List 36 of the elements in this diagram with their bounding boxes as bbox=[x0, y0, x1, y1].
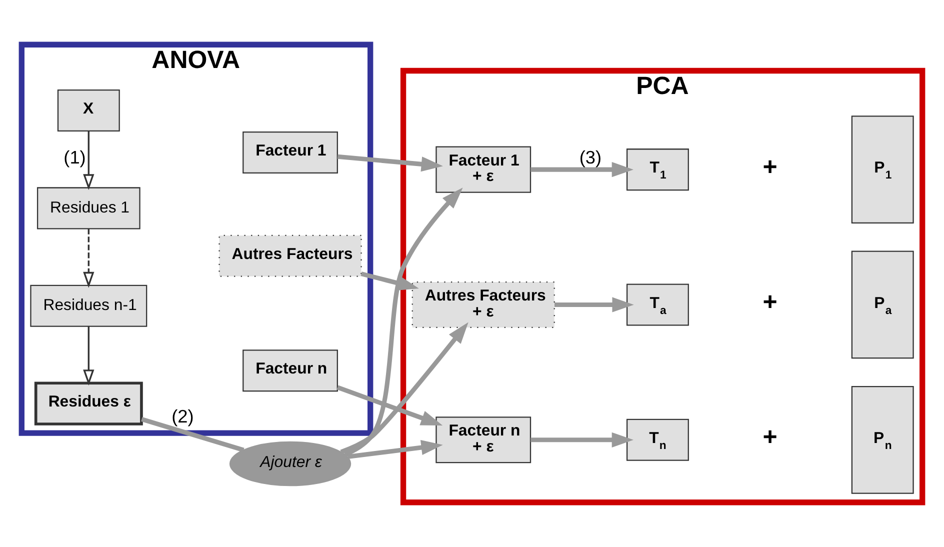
node-box: Facteur n bbox=[242, 350, 338, 392]
node-box: T$_{1}$ bbox=[626, 148, 689, 191]
edge-label: (3) bbox=[579, 148, 602, 168]
node-box: P$_{a}$ bbox=[851, 250, 914, 359]
node-box: Residues n-1 bbox=[30, 284, 148, 327]
arrow bbox=[344, 188, 463, 457]
arrow bbox=[336, 385, 443, 426]
node-box: Facteur 1 + ε bbox=[436, 146, 532, 193]
arrow bbox=[340, 322, 468, 454]
arrow bbox=[530, 162, 634, 178]
node-box: T$_{n}$ bbox=[626, 418, 689, 461]
arrow bbox=[360, 272, 419, 291]
node-ellipse: Ajouter ε bbox=[229, 441, 352, 486]
edge-label: (2) bbox=[172, 406, 194, 427]
node-box: Facteur 1 bbox=[242, 132, 338, 174]
arrow bbox=[530, 432, 634, 448]
node-box: P$_{1}$ bbox=[851, 116, 914, 224]
label: + bbox=[762, 288, 778, 316]
node-box: Residues ε bbox=[34, 382, 143, 426]
node-box: X bbox=[57, 90, 120, 132]
node-box: P$_{n}$ bbox=[851, 386, 914, 494]
arrow bbox=[83, 131, 94, 190]
connector bbox=[140, 417, 244, 452]
node-box: Autres Facteurs + ε bbox=[412, 281, 555, 328]
node-box: T$_{a}$ bbox=[626, 284, 689, 326]
node-box: Facteur n + ε bbox=[436, 416, 532, 464]
arrow bbox=[83, 326, 94, 386]
arrow bbox=[347, 440, 443, 459]
arrow bbox=[337, 154, 443, 172]
arrow bbox=[83, 228, 94, 288]
label: + bbox=[762, 152, 778, 181]
edge-label: (1) bbox=[64, 148, 86, 168]
label: + bbox=[762, 423, 778, 452]
arrow bbox=[554, 297, 634, 312]
node-box: Residues 1 bbox=[36, 187, 140, 230]
node-box: Autres Facteurs bbox=[218, 234, 362, 277]
